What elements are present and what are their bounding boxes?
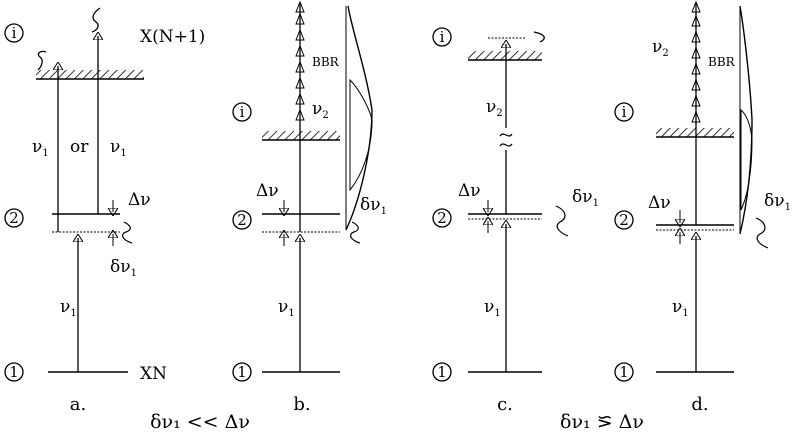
bbr-arrowheads-d (691, 0, 701, 123)
electron-wave-c (533, 31, 545, 43)
panel-b: i 2 1 ν1 BBR ν2 Δν δν1 b. (232, 0, 387, 415)
nu2-label-b: ν2 (312, 99, 329, 121)
level-i-label-b: i (240, 103, 245, 121)
linewidth-profile-d (755, 217, 769, 249)
level-i-circle-b (232, 102, 252, 122)
level-2-label-d: 2 (619, 211, 629, 229)
panel-a: i 2 1 XN ν1 ν1 or ν1 X(N+1) Δν δν1 (4, 7, 205, 415)
bbr-arrowheads-b (295, 0, 305, 121)
delta-nu1-label-a: δν1 (110, 257, 137, 279)
nu2-label-c: ν2 (486, 97, 503, 119)
level-i-circle-c (432, 27, 452, 47)
panel-c: i 2 1 ν1 ν2 Δν δν1 c. (432, 27, 599, 415)
level-1-circle-a (4, 362, 24, 382)
level-2-circle-b (232, 210, 252, 230)
level-2-label-c: 2 (437, 209, 447, 227)
electron-wave-left-a (37, 50, 47, 71)
ion-state-label: X(N+1) (140, 27, 205, 47)
level-i-label-d: i (622, 103, 627, 121)
nu1-bottom-a: ν1 (60, 297, 77, 319)
level-2-label-b: 2 (237, 211, 247, 229)
panel-a-caption: a. (70, 394, 86, 415)
delta-nu1-label-b: δν1 (360, 195, 387, 217)
level-i-circle-a (4, 23, 24, 43)
level-i-label-a: i (12, 24, 17, 42)
delta-nu-label-b: Δν (256, 181, 279, 201)
nu1-label-d: ν1 (672, 297, 689, 319)
level-2-circle-a (4, 208, 24, 228)
level-2-circle-c (432, 208, 452, 228)
bbr-spectrum-b (345, 5, 373, 231)
panel-d-caption: d. (691, 394, 708, 415)
level-2-label-a: 2 (9, 209, 19, 227)
nu1-right-a: ν1 (110, 137, 127, 159)
or-label: or (70, 137, 89, 157)
bbr-label-d: BBR (708, 55, 736, 69)
delta-nu-label-d: Δν (648, 193, 671, 213)
delta-nu-label-a: Δν (128, 190, 151, 210)
level-1-label-d: 1 (619, 363, 629, 381)
panel-d: i 2 1 ν1 BBR ν2 Δν δν1 d. (614, 0, 791, 415)
level-1-circle-b (232, 362, 252, 382)
linewidth-profile-a (122, 221, 133, 244)
level-1-circle-c (432, 362, 452, 382)
bbr-label-b: BBR (312, 55, 340, 69)
axis-break-c (499, 133, 513, 147)
bbr-spectrum-d (739, 5, 753, 235)
nu2-label-d: ν2 (652, 37, 669, 59)
bbr-spectrum-fill-d (740, 108, 753, 211)
level-i-label-c: i (440, 28, 445, 46)
nu1-left-a: ν1 (32, 137, 49, 159)
ionization-limit-hatch-a (36, 70, 144, 79)
condition-right: δν₁ ⪞ Δν (560, 411, 644, 433)
condition-left: δν₁ << Δν (150, 411, 250, 433)
delta-nu1-label-d: δν1 (764, 191, 791, 213)
electron-wave-right-a (91, 7, 101, 33)
nu1-label-c: ν1 (484, 297, 501, 319)
ionization-limit-hatch-d (656, 128, 734, 137)
level-1-circle-d (614, 362, 634, 382)
linewidth-profile-b (350, 221, 361, 244)
ionization-limit-hatch-c (468, 51, 542, 60)
delta-nu1-label-c: δν1 (572, 187, 599, 209)
level-2-circle-d (614, 210, 634, 230)
ionization-limit-hatch-b (262, 131, 340, 140)
panel-b-caption: b. (293, 394, 310, 415)
level-1-label-b: 1 (237, 363, 247, 381)
level-1-label-c: 1 (437, 363, 447, 381)
panel-c-caption: c. (497, 394, 513, 415)
linewidth-profile-c (555, 205, 569, 237)
level-i-circle-d (614, 102, 634, 122)
delta-nu-label-c: Δν (458, 181, 481, 201)
nu1-label-b: ν1 (278, 297, 295, 319)
neutral-state-label: XN (140, 364, 167, 384)
level-1-label-a: 1 (9, 363, 19, 381)
bbr-spectrum-fill-b (349, 78, 373, 192)
